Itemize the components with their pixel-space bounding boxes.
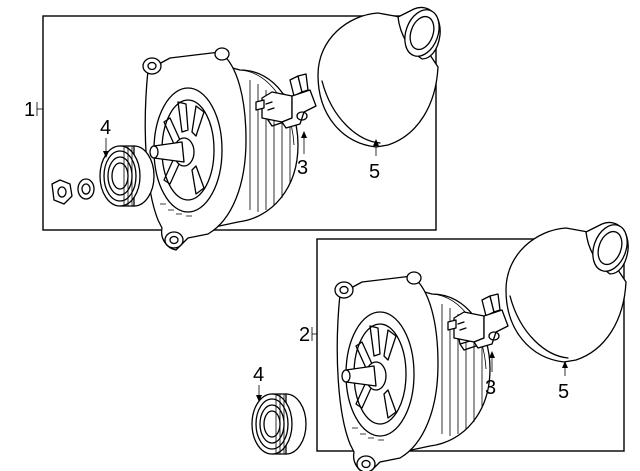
alternator-cover-icon xyxy=(317,4,446,148)
assembly-1-frame xyxy=(42,15,437,231)
pulley-icon xyxy=(251,393,307,455)
callout-4-lower: 4 xyxy=(253,364,264,386)
callout-5-lower: 5 xyxy=(558,381,569,403)
alternator-icon xyxy=(334,271,491,471)
callout-5-upper: 5 xyxy=(369,161,380,183)
callout-2: 2 xyxy=(299,324,310,346)
alternator-icon xyxy=(142,47,299,251)
washer-icon xyxy=(77,178,95,200)
callout-4-upper: 4 xyxy=(100,117,111,139)
alternator-cover-icon xyxy=(505,219,634,363)
callout-1: 1 xyxy=(24,99,35,121)
nut-icon xyxy=(51,179,73,205)
callout-3-upper: 3 xyxy=(297,157,308,179)
pulley-icon xyxy=(99,145,155,207)
callout-3-lower: 3 xyxy=(485,377,496,399)
assembly-2-frame xyxy=(316,238,625,452)
